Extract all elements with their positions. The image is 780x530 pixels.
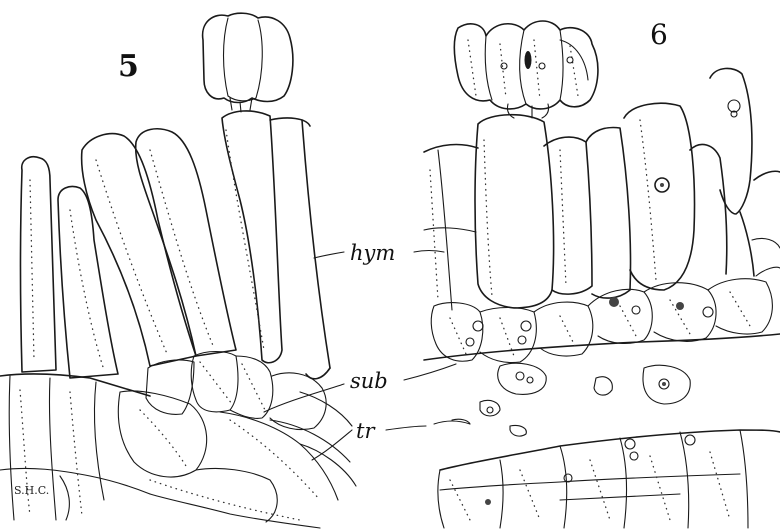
figure-6-loose-cells xyxy=(452,363,690,436)
figure-5-spore-cluster xyxy=(203,13,293,112)
label-sub: sub xyxy=(350,369,388,393)
spore-nucleus xyxy=(525,51,532,69)
figure-5-number: 5 xyxy=(118,49,139,84)
label-hym: hym xyxy=(350,241,395,265)
figure-6-trama xyxy=(438,430,780,528)
figure-5-drawing: S.H.C. xyxy=(0,13,356,528)
artist-initials: S.H.C. xyxy=(14,484,49,497)
label-tr: tr xyxy=(356,419,376,443)
figure-6-drawing xyxy=(424,21,780,528)
figure-6-spore-cluster xyxy=(454,21,598,118)
figure-6-number: 6 xyxy=(650,18,668,51)
figure-5-subhymenium xyxy=(146,352,326,430)
nucleus-2 xyxy=(728,100,740,112)
